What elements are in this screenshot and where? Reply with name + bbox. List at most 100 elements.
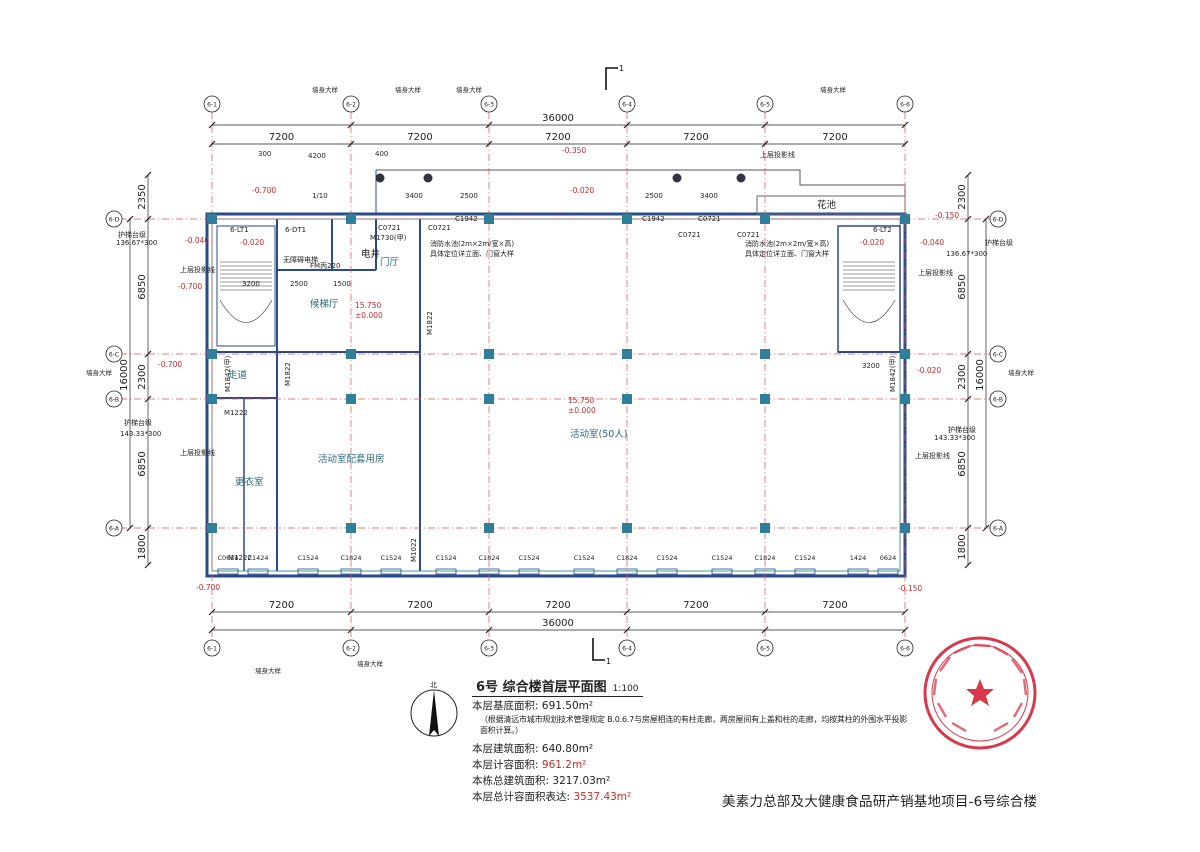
detail-note-2: 具体定位详立面、门窗大样 (745, 249, 829, 258)
column-square (760, 394, 770, 404)
planter-box (756, 195, 906, 215)
dimension-tick (144, 215, 152, 223)
elev-label-b: ±0.000 (355, 311, 383, 320)
column-square (900, 523, 910, 533)
wall-detail-2: 墙身大样 (395, 85, 422, 94)
dim-row-left-1: 6850 (137, 274, 148, 299)
room-activity: 活动室(50人) (570, 428, 628, 440)
stair-1-tag: 6-LT1 (230, 226, 249, 234)
column-square (207, 523, 217, 533)
column-square (760, 349, 770, 359)
dim-bay-top: 7200 (545, 132, 570, 143)
area-label: 本层建筑面积: (472, 743, 539, 755)
dim-1500: 1500 (333, 280, 351, 288)
window-tag: 0624 (880, 554, 897, 562)
dimension-tick (901, 121, 909, 129)
area-note: （根据清远市城市规划技术管理规定 B.0.6.7与房屋相连的有柱走廊，两房屋间有… (480, 715, 908, 735)
level-tag-3: -0.020 (570, 186, 594, 195)
window-symbol (247, 568, 269, 575)
upper-line-2: 上层投影线 (918, 268, 953, 277)
door-m1842-b: M1842(甲) (889, 355, 897, 392)
grid-bubble-label: 6-D (109, 217, 120, 224)
dim-bay-top: 7200 (683, 132, 708, 143)
dim-bay-bottom: 7200 (545, 600, 570, 611)
window-c1942-a: C1942 (455, 215, 478, 223)
grid-bubble-label: 6-A (993, 526, 1004, 533)
dimension-tick (761, 140, 769, 148)
grid-bubble-6-1 (203, 95, 221, 113)
area-row-0: 本层基底面积: 691.50m² (472, 699, 912, 713)
wall-detail-4: 墙身大样 (820, 85, 847, 94)
window-tag: 1424 (850, 554, 867, 562)
level-tag-2: -0.350 (562, 146, 586, 155)
door-m1022: M1022 (410, 538, 418, 562)
stair-landing-arc (842, 299, 896, 323)
dim-3400-b: 3400 (700, 192, 718, 200)
dim-bay-bottom: 7200 (407, 600, 432, 611)
area-value: 3537.43m² (573, 791, 632, 803)
window-tag: C0624 (217, 554, 238, 562)
area-label: 本层基底面积: (472, 700, 539, 712)
window-tag: C1424 (247, 554, 268, 562)
section-mark-bottom-num: 1 (606, 657, 611, 666)
grid-bubble-label: 6-6 (900, 102, 910, 109)
grid-bubble-6-2 (342, 639, 360, 657)
section-mark-top-num: 1 (619, 64, 624, 73)
window-symbol (340, 568, 362, 575)
grid-bubble-6-B (105, 390, 123, 408)
grid-bubble-label: 6-1 (207, 646, 217, 653)
dimension-tick (485, 140, 493, 148)
dimension-tick (964, 524, 972, 532)
column-square (900, 214, 910, 224)
elev-label-d: ±0.000 (568, 406, 596, 415)
dim-bay-top: 7200 (407, 132, 432, 143)
dim-total-x-bottom: 36000 (542, 618, 574, 629)
wall-detail-3: 墙身大样 (456, 85, 483, 94)
area-row-2: 本层计容面积: 961.2m² (472, 758, 912, 772)
wall-detail-6: 墙身大样 (1008, 368, 1035, 377)
dim-bottom-right: 1800 (957, 534, 968, 559)
dim-row-right-2: 2300 (957, 364, 968, 389)
area-label: 本栋总建筑面积: (472, 775, 550, 787)
column-square (207, 214, 217, 224)
window-tag: C1824 (478, 554, 499, 562)
grid-bubble-label: 6-B (993, 397, 1003, 404)
window-tag: C1824 (616, 554, 637, 562)
column-square (622, 394, 632, 404)
dimension-tick (144, 524, 152, 532)
upper-line-3: 上层投影线 (180, 448, 215, 457)
dim-bay-top: 7200 (269, 132, 294, 143)
canopy-column (423, 173, 433, 183)
window-tag: C1524 (518, 554, 539, 562)
room-aux: 活动室配套用房 (318, 453, 385, 465)
room-hall: 门厅 (380, 256, 400, 268)
plan-scale: 1:100 (612, 684, 639, 694)
slope-label: 1/10 (312, 192, 328, 200)
grid-bubble-6-5 (756, 639, 774, 657)
dim-2500-b: 2500 (645, 192, 663, 200)
handrail-step-2: 136.67*300 (946, 250, 987, 258)
door-m1222-a: M1222 (224, 409, 248, 417)
dim-bay-top: 7200 (822, 132, 847, 143)
elevator-tag: 6-DT1 (285, 226, 306, 234)
door-m1730: M1730(甲) (370, 234, 407, 242)
elev-label-c: 15.750 (568, 396, 594, 405)
dimension-tick (901, 140, 909, 148)
window-tag: C1524 (573, 554, 594, 562)
grid-bubble-6-A (989, 519, 1007, 537)
fire-pool-1: 消防水池(2m×2m/宽×高) (430, 239, 514, 248)
dimension-tick (623, 626, 631, 634)
grid-bubble-6-1 (203, 639, 221, 657)
grid-bubble-6-3 (480, 639, 498, 657)
handrail-step-1: 136.67*300 (116, 239, 157, 247)
grid-bubble-6-5 (756, 95, 774, 113)
stair-landing-arc (219, 299, 273, 323)
grid-bubble-6-6 (896, 95, 914, 113)
column-square (346, 523, 356, 533)
dimension-tick (901, 608, 909, 616)
dimension-tick (144, 395, 152, 403)
upper-line-1: 上层投影线 (180, 265, 215, 274)
